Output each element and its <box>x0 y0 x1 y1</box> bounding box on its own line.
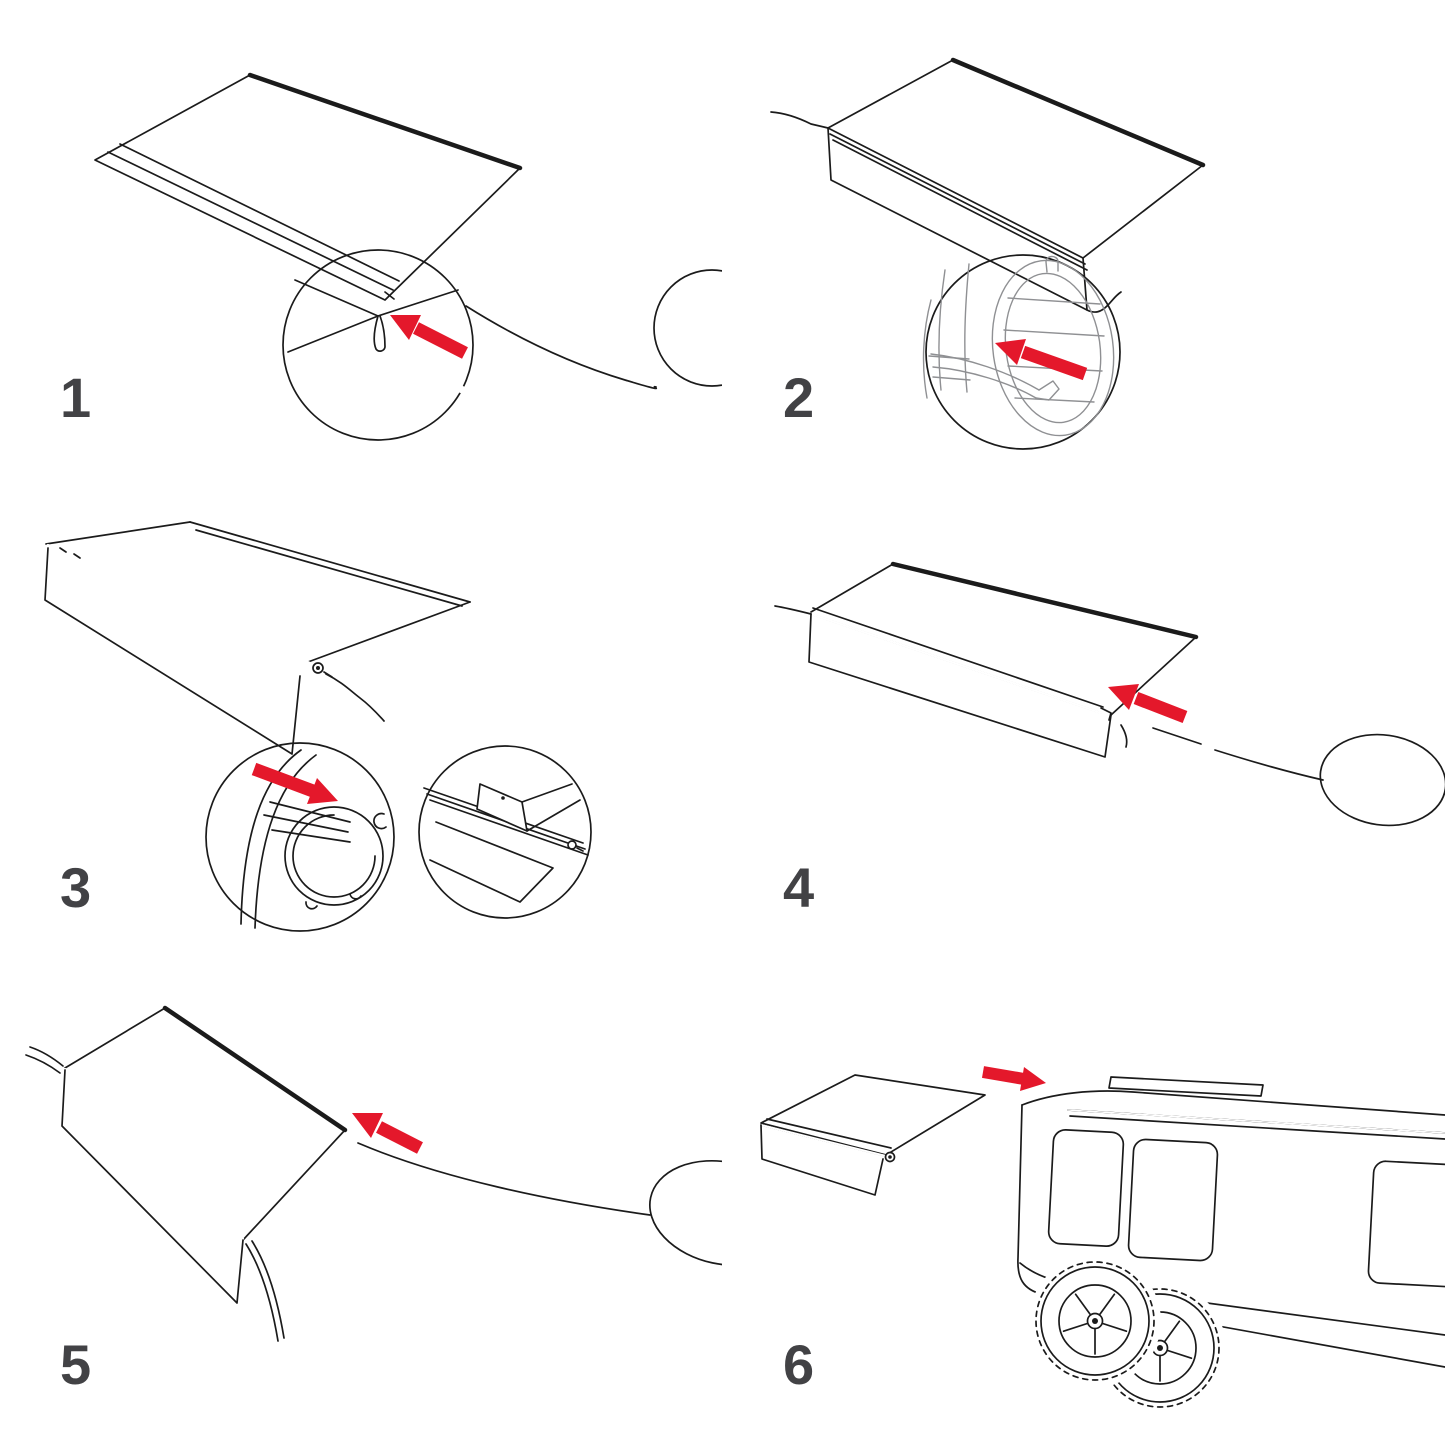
step-1-drawing <box>94 72 722 441</box>
step-6-panel: 6 <box>723 963 1445 1445</box>
step-1-panel: 1 <box>0 0 722 482</box>
step-2-drawing <box>770 57 1439 450</box>
rail-tab <box>476 783 528 832</box>
red-arrow-icon <box>352 1113 423 1154</box>
left-cord-stub <box>25 1046 64 1074</box>
red-arrow-icon <box>251 762 338 804</box>
step-4-drawing <box>774 561 1445 827</box>
valance <box>44 547 301 755</box>
step-3-drawing <box>44 521 592 932</box>
awning-rail <box>809 612 1112 721</box>
magnifier-roller-groove-circle <box>205 742 395 932</box>
poly-cord <box>325 673 385 722</box>
cord-loop <box>653 269 722 387</box>
step-5-panel: 5 <box>0 963 722 1445</box>
step-3-panel: 3 <box>0 482 722 964</box>
step-2-number: 2 <box>783 366 814 429</box>
cord-loop <box>1319 733 1445 827</box>
polycord-strap <box>930 353 1060 401</box>
awning-assembly <box>760 1074 986 1196</box>
step-1-number: 1 <box>60 366 91 429</box>
left-cord-stub <box>770 111 829 129</box>
step-5-drawing <box>25 1005 722 1342</box>
poly-cord <box>357 1142 651 1216</box>
window <box>1047 1129 1125 1247</box>
step-6-drawing <box>760 1066 1445 1415</box>
poly-cord-tip <box>373 315 386 352</box>
pull-rod <box>1149 256 1439 382</box>
roller-rail <box>63 1068 244 1241</box>
c-groove <box>373 812 387 830</box>
valance <box>808 613 1112 758</box>
magnifier-roller-end-circle <box>922 254 1121 450</box>
red-arrow-icon <box>981 1066 1046 1091</box>
rv-trailer <box>1017 1076 1445 1415</box>
valance <box>61 1069 244 1304</box>
window <box>1367 1160 1445 1288</box>
step-6-number: 6 <box>783 1333 814 1396</box>
roller-tube <box>46 544 333 678</box>
step-4-number: 4 <box>783 856 814 919</box>
end-cap-tab <box>1045 255 1059 273</box>
window <box>1127 1138 1219 1262</box>
poly-cord-rod <box>414 366 469 395</box>
poly-cord <box>465 305 658 390</box>
magnifier-detail-circle <box>282 249 474 441</box>
awning-fabric-sheet <box>64 1005 348 1241</box>
wheel <box>1028 1254 1162 1388</box>
roof-awning-rail <box>1067 1109 1445 1140</box>
step-3-number: 3 <box>60 856 91 919</box>
step-5-number: 5 <box>60 1333 91 1396</box>
left-cord-stub <box>774 605 812 615</box>
step-4-panel: 4 <box>723 482 1445 964</box>
step-2-panel: 2 <box>723 0 1445 482</box>
awning-fabric-sheet <box>94 72 523 301</box>
poly-cord-end <box>1086 291 1122 313</box>
magnifier-rail-tab-circle <box>418 745 592 919</box>
poly-cord <box>1120 724 1324 781</box>
red-arrow-icon <box>1108 684 1188 724</box>
roof-box <box>1108 1076 1264 1097</box>
cord-loop <box>648 1159 722 1267</box>
awning-fabric-sheet <box>45 521 471 663</box>
folded-awning-fabric <box>827 57 1206 313</box>
red-arrow-icon <box>995 339 1088 381</box>
red-arrow-icon <box>390 315 468 359</box>
hanging-cords <box>245 1240 285 1342</box>
